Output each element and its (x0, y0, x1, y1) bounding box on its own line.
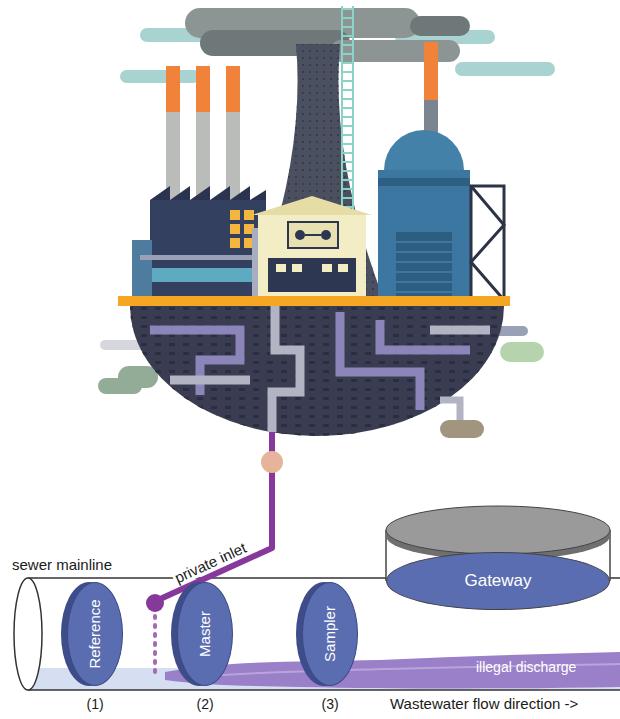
dome-building (424, 42, 438, 102)
cooling-tower (252, 6, 384, 300)
side-pipe (98, 378, 142, 394)
beige-building (292, 264, 302, 272)
factory-building (196, 66, 210, 112)
sampler-disc: Sampler (302, 582, 358, 686)
callout-number: (2) (197, 696, 214, 712)
dome-building (471, 186, 504, 300)
beige-building (252, 196, 372, 300)
beige-building (276, 264, 286, 272)
flow-direction-label: Wastewater flow direction -> (390, 695, 578, 712)
smoke-cloud (455, 62, 555, 76)
dome-building (471, 186, 504, 300)
side-pipe (440, 420, 484, 438)
underground-hemisphere (150, 330, 240, 395)
pipe-label: sewer mainline (12, 556, 112, 573)
underground-hemisphere (170, 376, 250, 385)
underground-hemisphere (272, 306, 300, 432)
cooling-tower (252, 44, 384, 300)
private-inlet-pipe (146, 594, 164, 612)
node-label: Gateway (464, 571, 531, 591)
underground-hemisphere (340, 312, 420, 410)
beige-building (322, 264, 332, 272)
underground-hemisphere (130, 306, 504, 436)
node-label: Master (196, 611, 213, 657)
platform (118, 296, 510, 306)
beige-building (295, 230, 305, 240)
beige-building (338, 264, 348, 272)
dome-building (378, 170, 470, 300)
factory-building (230, 210, 240, 220)
smoke-cloud (120, 70, 200, 83)
factory-building (132, 66, 270, 300)
dome-building (396, 232, 452, 300)
factory-building (132, 240, 152, 300)
dome-building (396, 242, 452, 292)
beige-building (258, 215, 366, 300)
factory-building (230, 238, 240, 248)
node-label: Sampler (321, 606, 338, 662)
beige-building (305, 234, 321, 236)
underground-hemisphere (440, 400, 460, 420)
dome-building (378, 42, 504, 300)
beige-building (288, 222, 338, 248)
underground-hemisphere (380, 320, 470, 350)
factory-building (150, 268, 266, 282)
underground-hemisphere (430, 326, 490, 335)
gateway-disc: Gateway (386, 552, 610, 610)
reference-disc: Reference (67, 582, 123, 686)
side-pipe (500, 342, 544, 362)
private-inlet-pipe (158, 432, 272, 600)
platform (118, 296, 510, 306)
underground-hemisphere (130, 306, 504, 436)
beige-building (268, 258, 356, 292)
sewer-pipe (14, 578, 42, 690)
private-inlet-pipe (153, 616, 157, 676)
underground-hemisphere (130, 306, 504, 436)
master-disc: Master (177, 582, 233, 686)
factory-building (226, 66, 240, 112)
discharge-label: illegal discharge (476, 659, 576, 675)
sewer-pipe (165, 652, 620, 689)
private-inlet-pipe (261, 451, 283, 473)
sewer-pipe (28, 689, 620, 691)
cooling-tower (252, 44, 384, 300)
factory-building (140, 255, 270, 260)
beige-building (321, 230, 331, 240)
node-label: Reference (86, 599, 103, 668)
factory-building (230, 224, 240, 234)
dome-building (384, 130, 464, 170)
factory-building (150, 186, 266, 200)
smoke-cloud (410, 16, 470, 36)
smoke-cloud (330, 40, 460, 62)
dome-building (378, 178, 470, 186)
factory-building (166, 66, 180, 112)
gateway-cylinder (386, 506, 610, 554)
callout-number: (3) (322, 696, 339, 712)
callout-number: (1) (87, 696, 104, 712)
factory-building (150, 200, 266, 300)
beige-building (252, 196, 372, 215)
